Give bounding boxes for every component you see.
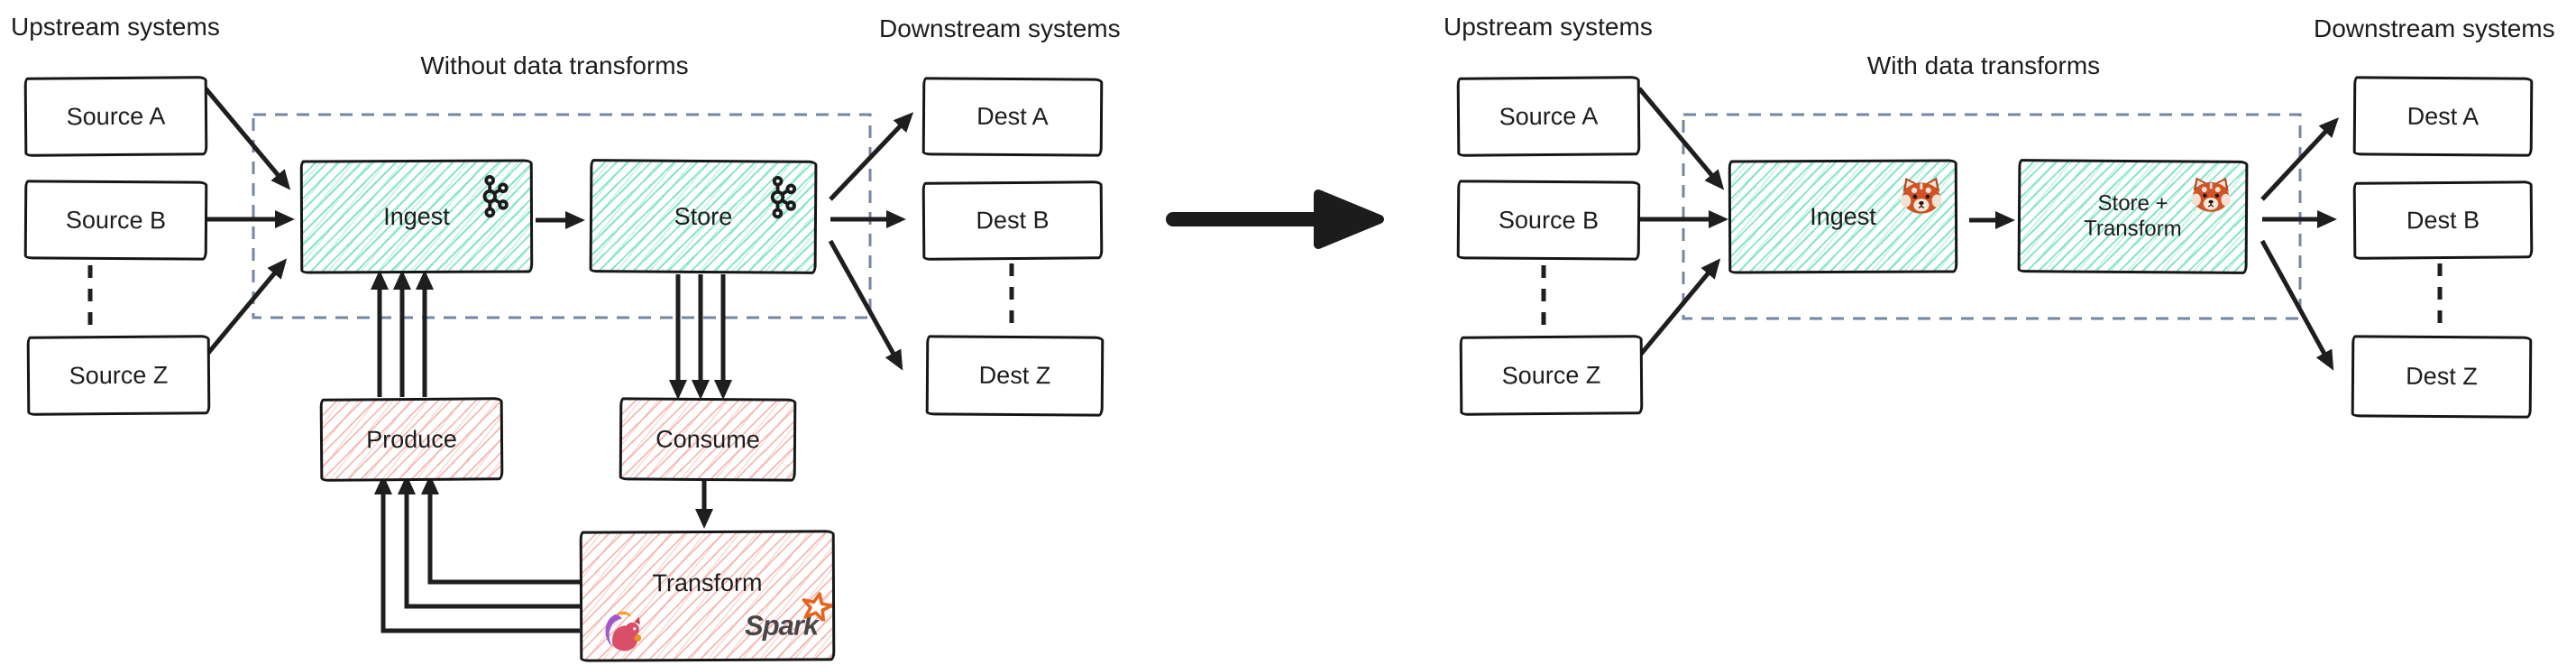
dest-a-box-right: Dest A <box>2352 76 2534 157</box>
ingest-label-left: Ingest <box>383 202 450 230</box>
arrow-store-destZ-left <box>828 239 903 371</box>
source-a-box-right: Source A <box>1456 76 1641 157</box>
dest-b-box-right: Dest B <box>2352 180 2534 260</box>
upstream-title-left: Upstream systems <box>11 13 220 41</box>
flink-squirrel-icon <box>605 611 642 651</box>
source-b-box-left: Source B <box>23 180 208 261</box>
dest-z-label-right: Dest Z <box>2406 362 2478 391</box>
upstream-title-right: Upstream systems <box>1444 13 1653 41</box>
arrow-srcZ-ingest-right <box>1632 258 1721 365</box>
downstream-title-right: Downstream systems <box>2314 14 2555 42</box>
source-a-box-left: Source A <box>23 76 208 157</box>
store-box-left: Store <box>589 159 818 274</box>
source-b-box-right: Source B <box>1456 180 1641 261</box>
source-z-label-left: Source Z <box>69 361 169 389</box>
consume-label: Consume <box>655 425 760 453</box>
source-z-box-right: Source Z <box>1459 335 1644 416</box>
store-transform-label-line1: Store + <box>2097 190 2168 216</box>
source-z-label-right: Source Z <box>1501 361 1601 389</box>
caption-with-transforms: With data transforms <box>1866 51 2101 79</box>
store-transform-label-line2: Transform <box>2084 216 2182 242</box>
source-a-label-left: Source A <box>66 102 166 130</box>
downstream-title-left: Downstream systems <box>879 14 1121 42</box>
arrow-transform-produce-3 <box>374 475 580 633</box>
dest-a-label-right: Dest A <box>2406 102 2480 130</box>
arrow-transform-produce-2 <box>398 475 580 609</box>
consume-box: Consume <box>619 397 797 482</box>
source-a-label-right: Source A <box>1499 102 1599 130</box>
arrow-srcZ-ingest-left <box>198 258 288 365</box>
dest-z-box-left: Dest Z <box>925 335 1105 417</box>
dest-a-label-left: Dest A <box>976 102 1049 131</box>
source-b-label-left: Source B <box>65 206 167 234</box>
dest-a-box-left: Dest A <box>921 77 1104 157</box>
produce-label: Produce <box>366 425 457 453</box>
red-panda-icon <box>2191 177 2231 212</box>
transform-box: Transform Spark <box>579 530 836 662</box>
dest-b-box-left: Dest B <box>921 180 1104 261</box>
arrow-srcA-ingest-left <box>204 87 291 190</box>
produce-box: Produce <box>319 397 504 482</box>
dest-z-box-right: Dest Z <box>2351 335 2533 419</box>
source-b-label-right: Source B <box>1498 206 1600 234</box>
ingest-label-right: Ingest <box>1810 202 1876 230</box>
dest-z-label-left: Dest Z <box>978 361 1051 390</box>
kafka-icon <box>770 175 797 219</box>
arrow-store-destA-right <box>2260 117 2339 201</box>
big-transition-arrow <box>1166 189 1384 249</box>
kafka-icon <box>482 175 509 218</box>
arrow-store-destA-left <box>829 112 914 201</box>
arrow-store-destZ-right <box>2260 239 2334 371</box>
arrow-srcA-ingest-right <box>1637 87 1725 190</box>
caption-without-transforms: Without data transforms <box>420 51 689 79</box>
store-transform-box: Store + Transform <box>2017 159 2249 274</box>
red-panda-icon <box>1901 177 1942 214</box>
transform-label: Transform <box>652 568 763 597</box>
dest-b-label-right: Dest B <box>2406 206 2480 234</box>
spark-logo: Spark <box>745 592 833 642</box>
source-z-box-left: Source Z <box>26 335 211 416</box>
spark-star-icon <box>802 592 833 622</box>
dest-b-label-left: Dest B <box>976 206 1050 235</box>
arrow-transform-produce-1 <box>421 475 580 585</box>
ingest-box-left: Ingest <box>299 159 534 274</box>
ingest-box-right: Ingest <box>1728 159 1958 274</box>
store-label-left: Store <box>674 202 733 230</box>
